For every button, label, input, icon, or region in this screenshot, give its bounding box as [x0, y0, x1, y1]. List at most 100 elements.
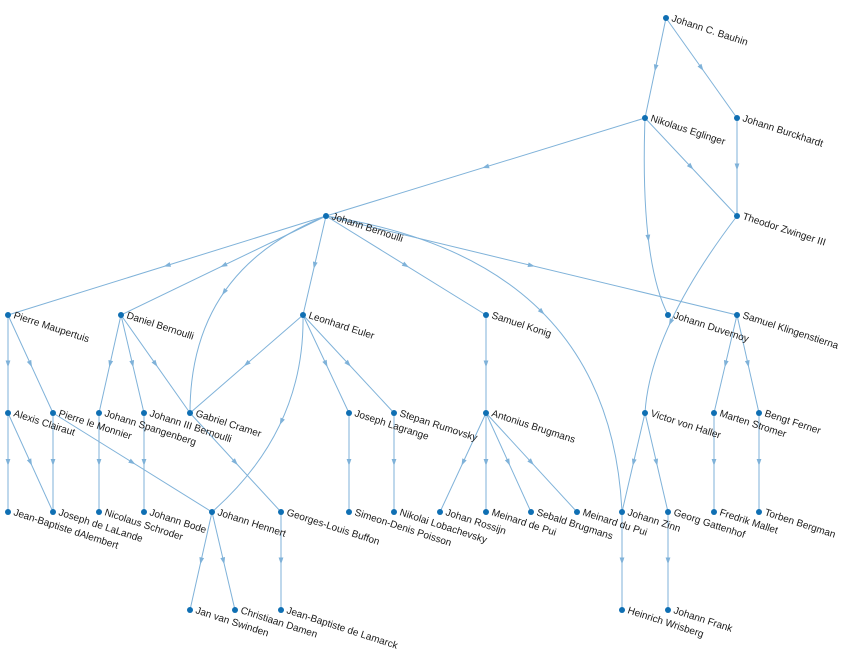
edge-arrow-bauhin-to-burckhardt	[697, 63, 704, 71]
node-brugmans[interactable]	[483, 410, 489, 416]
node-spangenberg[interactable]	[96, 410, 102, 416]
node-gattenhof[interactable]	[665, 509, 671, 515]
node-schroder[interactable]	[96, 509, 102, 515]
edge-arrow-clairaut-to-lalande	[26, 458, 32, 466]
node-label-burckhardt: Johann Burckhardt	[741, 113, 824, 149]
node-dalembert[interactable]	[5, 509, 11, 515]
edge-arrow-haller-to-zinn	[631, 458, 637, 466]
node-rumovsky[interactable]	[391, 410, 397, 416]
edge-arrow-jbernoulli-to-zinn	[537, 307, 545, 315]
edge-arrow-brugmans-to-meinardpui2	[527, 458, 534, 466]
edge-arrow-maupertuis-to-clairaut	[5, 360, 11, 368]
edge-arrow-clairaut-to-dalembert	[5, 459, 11, 466]
edge-arrow-brugmans-to-sebald	[504, 458, 510, 466]
node-ferner[interactable]	[756, 410, 762, 416]
edge-arrow-jbernoulli-to-dbernoulli	[220, 261, 228, 268]
node-zwinger[interactable]	[734, 213, 740, 219]
edge-arrow-dbernoulli-to-spangenberg	[108, 360, 114, 368]
edge-arrow-rumovsky-to-lobachevsky	[391, 459, 397, 466]
edge-arrow-euler-to-lagrange	[322, 359, 328, 368]
graph-nodes	[5, 15, 762, 613]
node-cramer[interactable]	[187, 410, 193, 416]
edge-arrow-maupertuis-to-lemonnier	[26, 359, 32, 368]
node-frank[interactable]	[665, 607, 671, 613]
edge-arrow-jbernoulli-to-cramer	[222, 288, 228, 296]
node-label-brugmans: Antonius Brugmans	[490, 408, 576, 445]
edge-arrow-dbernoulli-to-j3bernoulli	[129, 360, 135, 368]
edge-eglinger-to-duvernoy	[643, 117, 669, 316]
edge-arrow-gattenhof-to-frank	[665, 557, 671, 565]
node-label-jbernoulli: Johann Bernoulli	[330, 211, 404, 244]
edge-arrow-jbernoulli-to-euler	[312, 261, 318, 269]
node-konig[interactable]	[483, 312, 489, 318]
node-hennert[interactable]	[209, 509, 215, 515]
node-label-konig: Samuel Konig	[490, 310, 553, 340]
node-lagrange[interactable]	[346, 410, 352, 416]
edge-arrow-brugmans-to-rossijn	[461, 458, 467, 466]
node-label-klingenstierna: Samuel Klingenstierna	[741, 310, 840, 352]
edge-arrow-klingenstierna-to-stromer	[723, 360, 729, 368]
node-haller[interactable]	[642, 410, 648, 416]
edge-arrow-j3bernoulli-to-bode	[141, 459, 147, 466]
edge-arrow-zinn-to-wrisberg	[619, 557, 625, 565]
edge-arrow-stromer-to-mallet	[711, 459, 717, 466]
node-lalande[interactable]	[50, 509, 56, 515]
node-wrisberg[interactable]	[619, 607, 625, 613]
node-lobachevsky[interactable]	[391, 509, 397, 515]
node-bergman[interactable]	[756, 509, 762, 515]
node-lemonnier[interactable]	[50, 410, 56, 416]
edge-arrow-jbernoulli-to-maupertuis	[163, 262, 172, 267]
node-stromer[interactable]	[711, 410, 717, 416]
node-sebald[interactable]	[528, 509, 534, 515]
node-maupertuis[interactable]	[5, 312, 11, 318]
edge-arrow-buffon-to-lamarck	[278, 557, 284, 565]
node-clairaut[interactable]	[5, 410, 11, 416]
node-buffon[interactable]	[278, 509, 284, 515]
edge-arrow-eglinger-to-duvernoy	[645, 234, 651, 242]
edge-arrow-eglinger-to-jbernoulli	[482, 163, 490, 169]
node-swinden[interactable]	[187, 607, 193, 613]
edge-arrow-euler-to-cramer	[243, 359, 251, 367]
node-lamarck[interactable]	[278, 607, 284, 613]
node-label-zwinger: Theodor Zwinger III	[741, 211, 827, 248]
node-bode[interactable]	[141, 509, 147, 515]
node-mallet[interactable]	[711, 509, 717, 515]
node-rossijn[interactable]	[437, 509, 443, 515]
edge-arrow-klingenstierna-to-ferner	[744, 360, 750, 368]
edge-arrow-brugmans-to-meinardpui1	[483, 459, 489, 466]
node-label-euler: Leonhard Euler	[307, 310, 376, 342]
node-duvernoy[interactable]	[665, 312, 671, 318]
edge-arrow-lagrange-to-poisson	[346, 459, 352, 466]
node-label-eglinger: Nikolaus Eglinger	[649, 113, 727, 148]
edge-arrow-konig-to-brugmans	[483, 360, 489, 368]
edge-arrow-eglinger-to-zwinger	[686, 162, 694, 170]
edge-arrow-bauhin-to-eglinger	[653, 64, 659, 72]
graph-edges	[5, 17, 762, 611]
edge-arrow-ferner-to-bergman	[756, 459, 762, 466]
node-jbernoulli[interactable]	[323, 213, 329, 219]
node-meinardpui2[interactable]	[574, 509, 580, 515]
node-euler[interactable]	[300, 312, 306, 318]
edge-arrow-haller-to-gattenhof	[653, 458, 659, 466]
node-label-bauhin: Johann C. Bauhin	[670, 13, 749, 48]
node-bauhin[interactable]	[663, 15, 669, 21]
edge-arrow-lemonnier-to-lalande	[50, 459, 56, 466]
node-label-maupertuis: Pierre Maupertuis	[12, 310, 90, 345]
node-zinn[interactable]	[619, 509, 625, 515]
edge-arrow-euler-to-hennert	[279, 417, 285, 425]
node-eglinger[interactable]	[642, 115, 648, 121]
node-poisson[interactable]	[346, 509, 352, 515]
node-burckhardt[interactable]	[734, 115, 740, 121]
edge-arrow-lemonnier-to-hennert	[128, 458, 136, 465]
node-meinardpui1[interactable]	[483, 509, 489, 515]
edge-arrow-dbernoulli-to-cramer	[151, 359, 158, 367]
edge-arrow-zwinger-to-haller	[669, 318, 675, 326]
edge-arrow-jbernoulli-to-klingenstierna	[527, 262, 535, 268]
edge-arrow-hennert-to-damen	[220, 557, 226, 565]
node-j3bernoulli[interactable]	[141, 410, 147, 416]
node-klingenstierna[interactable]	[734, 312, 740, 318]
node-dbernoulli[interactable]	[118, 312, 124, 318]
node-damen[interactable]	[232, 607, 238, 613]
